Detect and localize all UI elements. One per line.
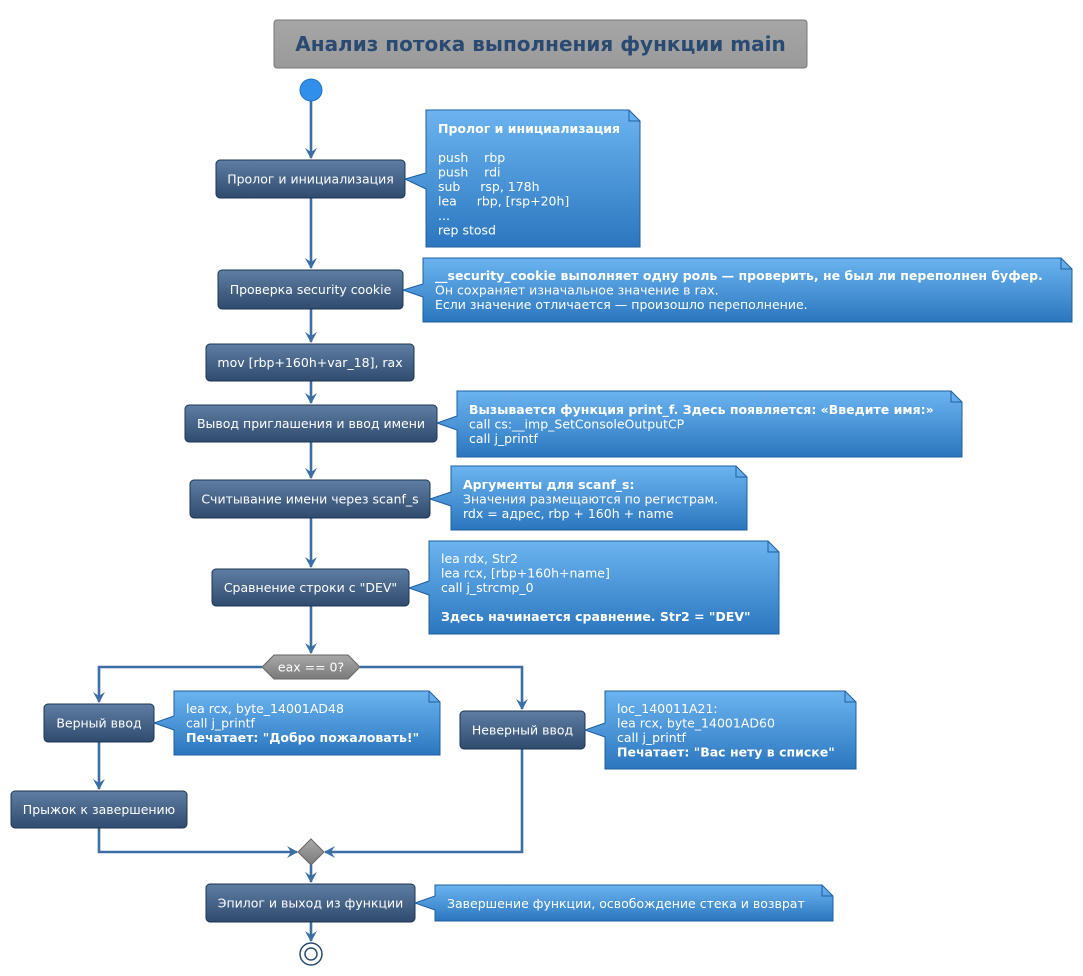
- note-scanf-line: Аргументы для scanf_s:: [463, 477, 634, 493]
- note-compare-line: lea rdx, Str2: [441, 551, 518, 566]
- activity-epilog-label: Эпилог и выход из функции: [218, 896, 404, 911]
- activity-cookie-label: Проверка security cookie: [230, 282, 392, 297]
- note-cookie-line: Если значение отличается — произошло пер…: [435, 297, 808, 312]
- note-prolog-line: lea rbp, [rsp+20h]: [438, 194, 569, 209]
- note-compare-line: Здесь начинается сравнение. Str2 = "DEV": [441, 609, 751, 624]
- decision-node: eax == 0?: [261, 654, 361, 680]
- note-epilog: Завершение функции, освобождение стека и…: [413, 884, 834, 922]
- note-wrong-line: call j_printf: [617, 730, 687, 745]
- end-node: [299, 942, 323, 966]
- note-correct-line: lea rcx, byte_14001AD48: [186, 701, 344, 716]
- activity-compare: Сравнение строки с "DEV": [211, 568, 410, 607]
- flow-decision-wrong: [360, 665, 528, 710]
- note-correct-line: Печатает: "Добро пожаловать!": [186, 730, 419, 745]
- note-compare-line: lea rcx, [rbp+160h+name]: [441, 566, 610, 581]
- activity-scanf: Считывание имени через scanf_s: [189, 479, 431, 519]
- note-correct-line: call j_printf: [186, 716, 256, 731]
- diagram-title: Анализ потока выполнения функции main: [273, 19, 808, 69]
- note-cookie-line: Он сохраняет изначальное значение в rax.: [435, 283, 719, 298]
- note-wrong-text: loc_140011A21:lea rcx, byte_14001AD60cal…: [617, 701, 835, 760]
- merge-node: [297, 838, 325, 866]
- activity-compare-label: Сравнение строки с "DEV": [224, 580, 397, 595]
- note-wrong-line: loc_140011A21:: [617, 701, 718, 716]
- note-scanf-text: Аргументы для scanf_s:Значения размещают…: [463, 477, 718, 521]
- diagram-title-text: Анализ потока выполнения функции main: [295, 32, 785, 56]
- note-prompt-text: Вызывается функция print_f. Здесь появля…: [469, 402, 934, 446]
- flow-jump-merge: [97, 828, 298, 858]
- note-prompt-line: call cs:__imp_SetConsoleOutputCP: [469, 417, 685, 432]
- activity-wrong-label: Неверный ввод: [472, 723, 573, 738]
- note-compare-line: call j_strcmp_0: [441, 580, 534, 595]
- note-scanf-line: rdx = адрес, rbp + 160h + name: [463, 506, 674, 521]
- note-prompt-line: call j_printf: [469, 431, 539, 446]
- note-prompt: Вызывается функция print_f. Здесь появля…: [435, 390, 963, 458]
- note-wrong-line: Печатает: "Вас нету в списке": [617, 745, 835, 760]
- flow-wrong-merge: [324, 749, 524, 858]
- activity-prompt: Вывод приглашения и ввод имени: [184, 404, 438, 443]
- activity-jump-label: Прыжок к завершению: [23, 802, 175, 817]
- activity-jump: Прыжок к завершению: [10, 790, 188, 829]
- flow-lines: [93, 101, 528, 942]
- activity-correct: Верный ввод: [43, 703, 155, 743]
- note-prolog-line: sub rsp, 178h: [438, 179, 540, 194]
- activity-epilog: Эпилог и выход из функции: [205, 883, 416, 923]
- note-epilog-line: Завершение функции, освобождение стека и…: [447, 896, 805, 911]
- note-wrong: loc_140011A21:lea rcx, byte_14001AD60cal…: [583, 690, 857, 770]
- activity-cookie: Проверка security cookie: [217, 269, 404, 310]
- note-prolog-line: push rdi: [438, 165, 501, 180]
- note-cookie-text: __security_cookie выполняет одну роль — …: [435, 268, 1043, 312]
- note-prolog-line: push rbp: [438, 150, 505, 165]
- start-node: [299, 78, 323, 102]
- note-wrong-line: lea rcx, byte_14001AD60: [617, 716, 775, 731]
- activity-prompt-label: Вывод приглашения и ввод имени: [197, 416, 425, 431]
- activity-correct-label: Верный ввод: [56, 716, 141, 731]
- decision-label: eax == 0?: [278, 660, 344, 675]
- note-epilog-text: Завершение функции, освобождение стека и…: [447, 896, 805, 911]
- note-prolog-line: Пролог и инициализация: [438, 121, 620, 136]
- note-prolog-line: rep stosd: [438, 223, 496, 238]
- activity-mov-label: mov [rbp+160h+var_18], rax: [217, 355, 402, 370]
- note-prompt-line: Вызывается функция print_f. Здесь появля…: [469, 402, 934, 418]
- activity-wrong: Неверный ввод: [459, 710, 586, 750]
- note-cookie-line: __security_cookie выполняет одну роль — …: [435, 268, 1043, 284]
- note-prolog-line: ...: [438, 208, 450, 223]
- activity-mov: mov [rbp+160h+var_18], rax: [205, 343, 415, 382]
- note-scanf: Аргументы для scanf_s:Значения размещают…: [428, 465, 748, 531]
- flow-decision-correct: [93, 665, 262, 703]
- note-cookie: __security_cookie выполняет одну роль — …: [401, 257, 1073, 323]
- activity-prolog: Пролог и инициализация: [215, 159, 406, 199]
- activity-scanf-label: Считывание имени через scanf_s: [201, 492, 418, 507]
- note-scanf-line: Значения размещаются по регистрам.: [463, 492, 718, 507]
- activity-prolog-label: Пролог и инициализация: [227, 172, 394, 187]
